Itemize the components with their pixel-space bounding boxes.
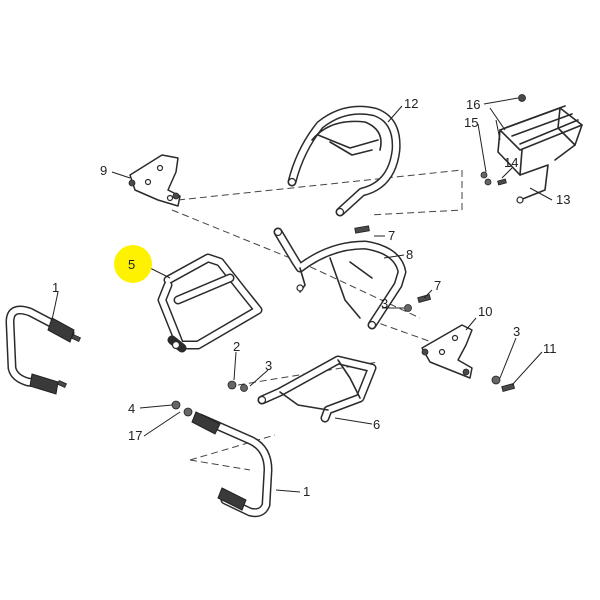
part-8-rear-support: [273, 227, 407, 330]
callout-11: 11: [543, 341, 557, 356]
callout-2: 2: [233, 339, 240, 354]
callout-highlight: [114, 245, 152, 283]
callout-10: 10: [478, 304, 492, 319]
part-1-lower-crash-bar: [191, 411, 273, 518]
callout-3-center: 3: [265, 358, 272, 373]
part-1-left-crash-bar: [5, 305, 82, 395]
callout-4: 4: [128, 401, 135, 416]
right-fasteners: [491, 375, 516, 392]
callout-5: 5: [128, 257, 135, 272]
left-fasteners: [171, 380, 248, 417]
callout-13: 13: [556, 192, 570, 207]
part-13-luggage-rack: [497, 105, 583, 204]
part-9-left-bracket: [128, 154, 181, 207]
callout-16: 16: [466, 97, 480, 112]
part-6-lower-frame: [257, 355, 377, 423]
callout-3-right: 3: [513, 324, 520, 339]
callout-8: 8: [406, 247, 413, 262]
part-10-right-bracket: [421, 324, 473, 379]
bolts-7: [354, 225, 432, 312]
callout-7-lower: 7: [434, 278, 441, 293]
callout-1-lower: 1: [303, 484, 310, 499]
callout-7-upper: 7: [388, 228, 395, 243]
callout-labels: 1 1 2 3 3 3 4 5 6 7 7 8 9 10 11 12 13 14…: [52, 96, 570, 499]
part-12-rear-grab-rail: [287, 105, 401, 217]
callout-15: 15: [464, 115, 478, 130]
callout-6: 6: [373, 417, 380, 432]
callout-9: 9: [100, 163, 107, 178]
part-5-side-frame: [157, 253, 263, 353]
callout-1-left: 1: [52, 280, 59, 295]
callout-12: 12: [404, 96, 418, 111]
rack-fasteners: [480, 94, 526, 186]
callout-3-mid: 3: [381, 296, 388, 311]
callout-14: 14: [504, 155, 518, 170]
callout-17: 17: [128, 428, 142, 443]
